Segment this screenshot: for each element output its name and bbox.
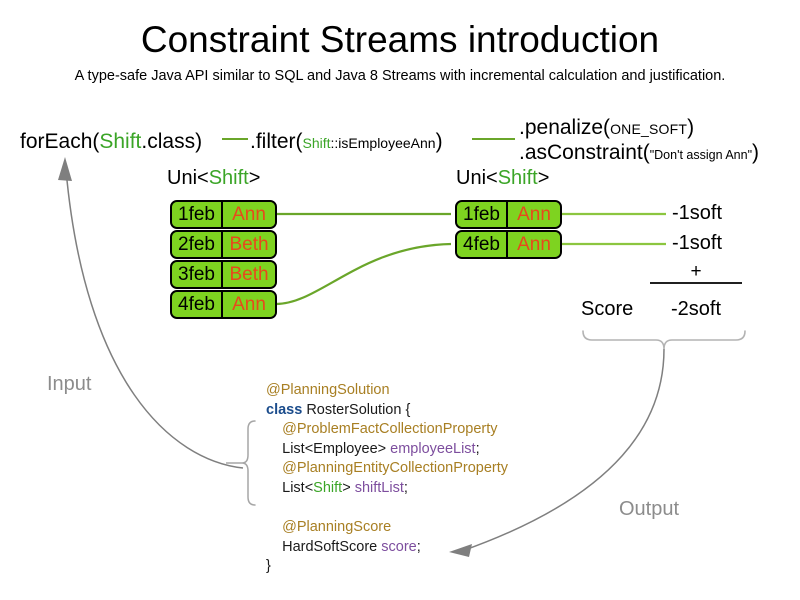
tuple-date: 3feb (172, 262, 223, 287)
code-indent (266, 519, 282, 535)
code-token: class (266, 401, 303, 418)
penalty-value: -1soft (672, 232, 723, 254)
code-token: @PlanningSolution (266, 382, 390, 398)
filter-arg-type: Shift (302, 135, 331, 151)
code-token: List< (282, 479, 314, 496)
as-constraint-expression: .asConstraint("Don't assign Ann") (519, 140, 759, 168)
page-title: Constraint Streams introduction (140, 19, 660, 60)
code-indent (266, 441, 282, 457)
uni-left-prefix: Uni< (167, 167, 209, 189)
uni-left-type: Shift (208, 167, 249, 189)
penalty-value: -1soft (672, 202, 723, 224)
code-line: @PlanningEntityCollectionProperty (266, 459, 508, 479)
tuple-employee: Ann (223, 292, 275, 317)
code-line: List<Shift> shiftList; (266, 479, 508, 499)
penalize-arg: ONE_SOFT (610, 121, 688, 137)
code-indent (266, 539, 282, 555)
foreach-type: Shift (99, 130, 142, 153)
code-brace (241, 420, 256, 506)
code-line: class RosterSolution { (266, 401, 508, 421)
code-line: HardSoftScore score; (266, 538, 508, 558)
code-indent (266, 480, 282, 496)
score-total: -2soft (670, 298, 722, 320)
code-line: @PlanningSolution (266, 381, 508, 401)
penalize-suffix: ) (687, 116, 695, 139)
tuple-row: 3feb Beth (170, 260, 277, 289)
tuple-row: 1feb Ann (170, 200, 277, 229)
code-token: RosterSolution { (302, 401, 411, 418)
code-line: } (266, 557, 508, 577)
penalize-expression: .penalize(ONE_SOFT) (519, 115, 694, 142)
code-token: @PlanningEntityCollectionProperty (282, 460, 509, 477)
tuple-date: 4feb (172, 292, 223, 317)
code-indent (266, 421, 282, 437)
as-constraint-arg: "Don't assign Ann" (649, 148, 753, 162)
tuple-date: 4feb (457, 232, 508, 257)
penalize-prefix: .penalize( (519, 116, 611, 139)
code-token: shiftList (354, 479, 404, 496)
code-token: > (342, 479, 355, 496)
uni-left-suffix: > (248, 167, 261, 189)
code-token: ; (475, 440, 480, 457)
code-line: List<Employee> employeeList; (266, 440, 508, 460)
as-constraint-suffix: ) (752, 141, 760, 164)
code-line (266, 499, 508, 519)
code-token: @PlanningScore (282, 519, 392, 536)
code-token: ; (403, 479, 408, 496)
tuple-date: 1feb (457, 202, 508, 227)
foreach-suffix: .class) (141, 130, 203, 153)
filter-expression: .filter(Shift::isEmployeeAnn) (250, 129, 443, 156)
as-constraint-prefix: .asConstraint( (519, 141, 650, 164)
tuple-date: 2feb (172, 232, 223, 257)
code-token: score (381, 538, 417, 555)
code-token: @ProblemFactCollectionProperty (282, 421, 498, 438)
code-token: ; (416, 538, 421, 555)
page-subtitle: A type-safe Java API similar to SQL and … (74, 68, 726, 84)
tuple-row: 4feb Ann (170, 290, 277, 319)
filter-arg-rest: ::isEmployeeAnn (330, 135, 436, 151)
foreach-expression: forEach(Shift.class) (20, 129, 202, 155)
tuple-date: 1feb (172, 202, 223, 227)
tuple-row: 4feb Ann (455, 230, 562, 259)
code-indent (266, 460, 282, 476)
code-token: HardSoftScore (282, 538, 382, 555)
score-operator: + (690, 261, 702, 282)
code-line: @ProblemFactCollectionProperty (266, 420, 508, 440)
uni-right-suffix: > (537, 167, 550, 189)
output-caption: Output (619, 498, 680, 520)
code-token: List<Employee> (282, 440, 391, 457)
tuple-employee: Ann (508, 232, 560, 257)
score-label: Score (581, 298, 634, 320)
uni-right-type: Shift (497, 167, 538, 189)
stream-line-4feb (275, 242, 452, 306)
uni-label-left: Uni<Shift> (167, 166, 260, 190)
code-token: } (266, 558, 271, 575)
tuple-row: 1feb Ann (455, 200, 562, 229)
code-token: Shift (313, 479, 343, 496)
tuple-employee: Beth (223, 262, 275, 287)
uni-right-prefix: Uni< (456, 167, 498, 189)
input-caption: Input (47, 373, 92, 395)
tuple-employee: Beth (223, 232, 275, 257)
foreach-prefix: forEach( (20, 130, 100, 153)
filter-suffix: ) (435, 130, 443, 153)
input-arrow-head (58, 157, 72, 181)
tuple-employee: Ann (223, 202, 275, 227)
uni-label-right: Uni<Shift> (456, 166, 549, 190)
score-brace (582, 330, 746, 350)
code-line: @PlanningScore (266, 518, 508, 538)
tuple-employee: Ann (508, 202, 560, 227)
code-token: employeeList (390, 440, 476, 457)
tuple-row: 2feb Beth (170, 230, 277, 259)
filter-prefix: .filter( (250, 130, 303, 153)
